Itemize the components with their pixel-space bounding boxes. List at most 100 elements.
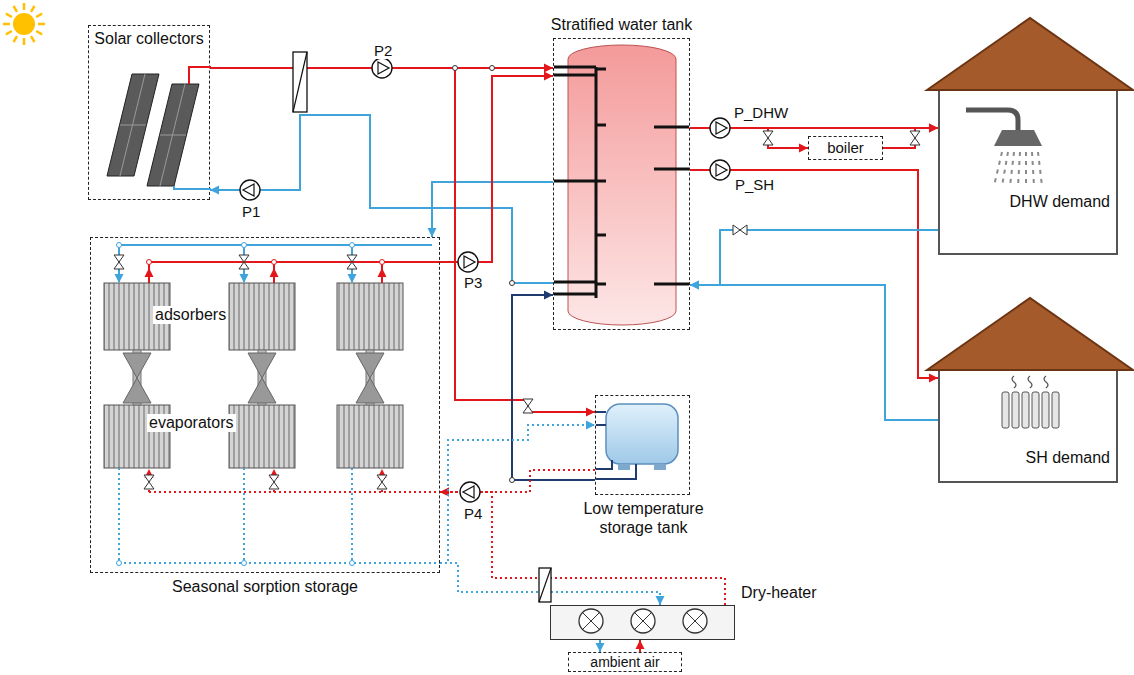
junction-dot [147, 260, 152, 265]
sun-ray [3, 23, 10, 26]
drawing-part [1032, 152, 1034, 186]
drawing-part [618, 464, 630, 470]
node-label: Low temperature storage tank [576, 499, 711, 537]
valve-symbol [144, 475, 154, 482]
pipe-connector [690, 230, 938, 290]
solar-collector-group-drawing [89, 26, 209, 199]
drawing-part [654, 168, 689, 171]
node-label: boiler [827, 139, 864, 157]
pump-symbol [716, 122, 727, 134]
pipe-connector [440, 563, 665, 605]
arrow-head [929, 124, 938, 133]
valve-symbol [239, 262, 249, 269]
valve-symbol [269, 482, 279, 489]
drawing-part [635, 613, 651, 629]
node-label: Solar collectors [94, 29, 203, 48]
drawing-part [1010, 152, 1014, 186]
junction-dot [380, 260, 385, 265]
pipe-line [119, 562, 440, 564]
pump-symbol [372, 58, 392, 78]
arrow-head [115, 274, 124, 283]
drawing-part [1032, 392, 1039, 428]
valve-symbol [347, 255, 357, 262]
pipe-line [149, 491, 440, 493]
adsorber-block [337, 283, 403, 350]
component-label: adsorbers [153, 306, 228, 324]
valve-symbol [347, 262, 357, 269]
vapour-valve [123, 353, 151, 378]
arrow-head [145, 268, 154, 277]
pump-label: P3 [462, 274, 484, 291]
drawing-part [927, 18, 1133, 90]
arrow-head [690, 281, 699, 290]
sun-ray [38, 23, 45, 26]
node-label: DHW demand [1010, 192, 1110, 211]
pipe-connector [210, 115, 553, 283]
junction-dot [510, 478, 515, 483]
drawing-part [1044, 376, 1048, 388]
pipe-line [118, 468, 120, 563]
vapour-valve [248, 353, 276, 378]
sun-ray [36, 31, 42, 35]
arrow-head [240, 274, 249, 283]
pump-label: P_SH [733, 176, 776, 193]
dhw-house-drawing [940, 90, 1116, 253]
sun-ray [6, 31, 12, 35]
drawing-part [654, 464, 666, 470]
drawing-part [1025, 152, 1027, 186]
drawing-part [606, 404, 678, 464]
drawing-part [1022, 392, 1029, 428]
drawing-part [554, 66, 596, 69]
sun-ray [31, 36, 35, 42]
pump-symbol [240, 180, 260, 200]
pipe-connector [440, 488, 725, 606]
junction-dot [490, 66, 495, 71]
drawing-part [654, 283, 689, 286]
pipe-connector [636, 640, 645, 652]
drawing-part [654, 126, 689, 129]
valve-symbol [733, 225, 740, 235]
vapour-valve [356, 353, 384, 378]
arrow-head [544, 64, 553, 73]
pump-symbol [463, 486, 474, 498]
pump-label: P_DHW [732, 104, 790, 121]
arrow-head [636, 640, 645, 649]
drawing-part [1028, 376, 1032, 388]
pipe-connector [440, 425, 595, 563]
vapour-valve [356, 378, 384, 403]
pump-label: P1 [240, 203, 262, 220]
drawing-part [579, 609, 603, 633]
valve-symbol [239, 255, 249, 262]
junction-dot [117, 561, 122, 566]
valve-symbol [377, 482, 387, 489]
junction-dot [350, 561, 355, 566]
drawing-part [596, 124, 606, 127]
arrow-head [690, 281, 699, 290]
valve-symbol [269, 475, 279, 482]
drawing-part [966, 110, 1018, 130]
valve-symbol [910, 138, 920, 145]
pipe-connector [596, 640, 605, 652]
drawing-part [583, 613, 599, 629]
junction-dot [453, 66, 458, 71]
drawing-part [554, 281, 596, 284]
solar-collector-group: Solar collectors [88, 25, 210, 200]
drawing-part [596, 464, 636, 479]
drawing-part [631, 609, 655, 633]
drawing-part [147, 84, 199, 186]
stratified-water-tank-drawing [554, 39, 689, 329]
heat-exchanger [539, 568, 551, 602]
junction-dot [510, 281, 515, 286]
drawing-part [160, 84, 185, 186]
drawing-part [596, 180, 606, 183]
sun-ray [36, 14, 42, 18]
valve-symbol [523, 399, 533, 406]
pump-symbol [378, 62, 389, 74]
drawing-part [554, 74, 596, 77]
boiler-box: boiler [808, 136, 883, 160]
valve-symbol [763, 138, 773, 145]
drawing-part [635, 613, 651, 629]
pipe-connector [690, 128, 808, 153]
drawing-part [927, 298, 1133, 370]
drawing-part [687, 613, 703, 629]
